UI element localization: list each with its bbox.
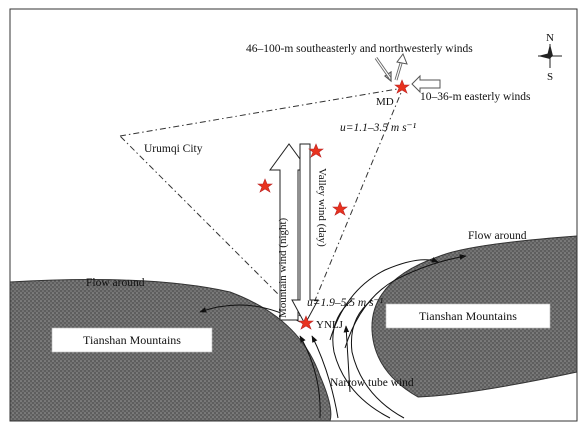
mountain-wind-arrow bbox=[269, 143, 309, 321]
narrow-tube-arrow-5 bbox=[350, 299, 405, 419]
star-md bbox=[394, 79, 410, 94]
flow-around-right-arrow-2 bbox=[344, 254, 467, 349]
label-md: MD bbox=[376, 96, 394, 108]
narrow-tube-arrow-4 bbox=[332, 299, 391, 419]
label-mountains-left: Tianshan Mountains bbox=[83, 333, 181, 347]
label-city: Urumqi City bbox=[144, 143, 203, 155]
star-3 bbox=[332, 201, 348, 216]
star-1 bbox=[308, 143, 324, 158]
compass-icon bbox=[538, 44, 562, 68]
label-mountain-wind: Mountain wind (night) bbox=[277, 217, 289, 318]
star-2 bbox=[257, 178, 273, 193]
southeasterly-wind-core bbox=[375, 57, 391, 79]
urumqi-region-boundary bbox=[119, 87, 404, 323]
label-ynlj: YNLJ bbox=[316, 319, 344, 331]
narrow-tube-arrow-2 bbox=[311, 335, 339, 419]
narrow-tube-arrow-1 bbox=[299, 335, 321, 419]
compass-north: N bbox=[546, 32, 554, 44]
mountains-right-box bbox=[385, 303, 551, 329]
valley-wind-arrow bbox=[291, 143, 319, 326]
label-flow-left: Flow around bbox=[86, 277, 145, 289]
star-ynlj bbox=[298, 315, 314, 330]
label-winds-east: 10–36-m easterly winds bbox=[420, 91, 531, 103]
stars bbox=[257, 79, 410, 330]
label-winds-upper: 46–100-m southeasterly and northwesterly… bbox=[246, 43, 473, 55]
label-narrow-tube: Narrow tube wind bbox=[330, 377, 414, 389]
easterly-wind-arrow bbox=[411, 74, 441, 94]
label-mountains-right: Tianshan Mountains bbox=[419, 309, 517, 323]
mountains-left-box bbox=[51, 327, 213, 353]
label-valley-wind: Valley wind (day) bbox=[316, 168, 328, 247]
northwesterly-wind-core bbox=[395, 59, 403, 81]
narrow-tube-arrow-3 bbox=[343, 325, 351, 393]
label-speed-md: u=1.1–3.5 m s⁻¹ bbox=[340, 122, 417, 134]
label-flow-right: Flow around bbox=[468, 230, 527, 242]
compass-south: S bbox=[547, 71, 553, 83]
label-speed-ynlj: u=1.9–5.5 m s⁻¹ bbox=[307, 297, 384, 309]
flow-around-right-arrow-1 bbox=[329, 257, 439, 341]
northwesterly-wind-head bbox=[396, 52, 408, 65]
